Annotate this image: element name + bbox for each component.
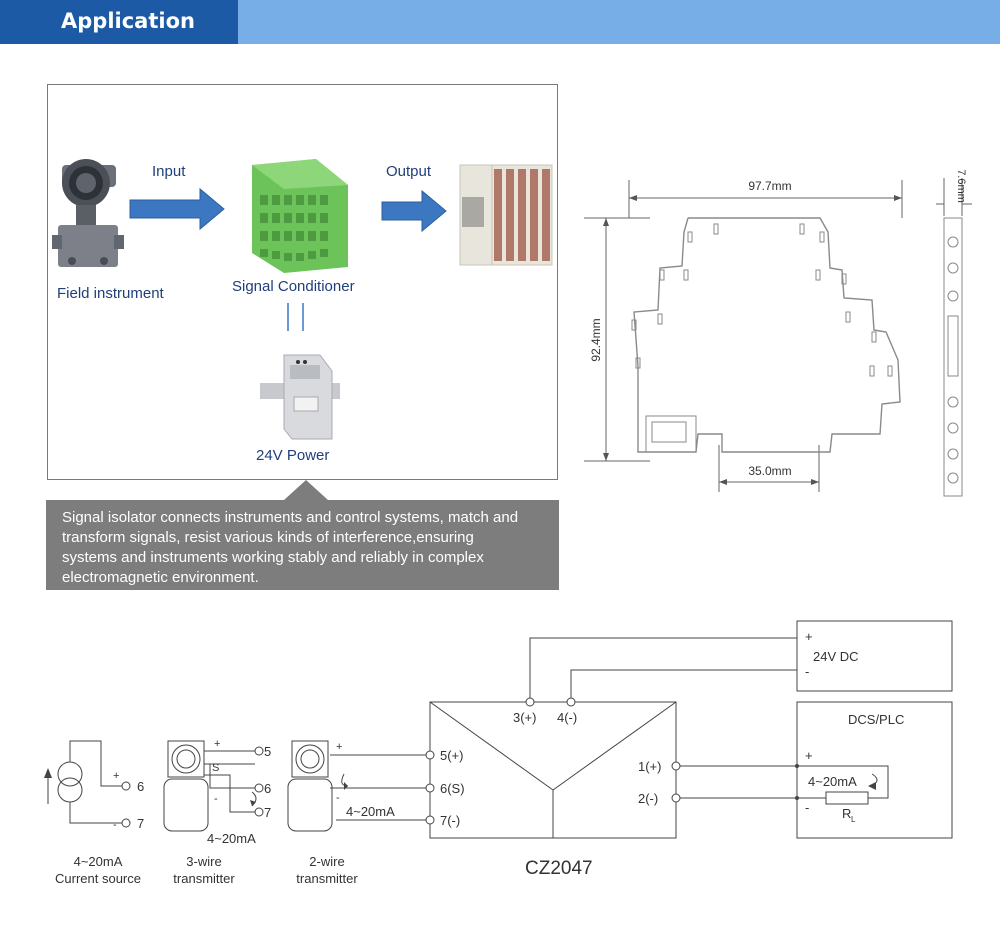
- current-source-minus: -: [113, 819, 117, 831]
- current-source-terminal-6: 6: [137, 779, 144, 794]
- field-instrument-image: [52, 159, 124, 267]
- caption-box: Signal isolator connects instruments and…: [46, 500, 559, 590]
- three-wire-minus: -: [214, 793, 218, 805]
- supply-plus-label: +: [805, 629, 813, 644]
- field-instrument-label: Field instrument: [57, 285, 164, 302]
- resistor-label: R: [842, 806, 851, 821]
- output-arrow-icon: [381, 189, 447, 233]
- output-label: Output: [386, 163, 432, 180]
- caption-line: systems and instruments working stably a…: [62, 549, 484, 566]
- terminal-4-label: 4(-): [557, 710, 577, 725]
- dcs-plc-label: DCS/PLC: [848, 712, 904, 727]
- three-wire-s: S: [212, 762, 219, 774]
- three-wire-label-2: transmitter: [173, 871, 235, 886]
- power-supply-label: 24V DC: [813, 649, 859, 664]
- three-wire-plus: +: [214, 738, 220, 750]
- current-source-label-1: 4~20mA: [74, 854, 123, 869]
- two-wire-plus: +: [336, 741, 342, 753]
- caption-line: Signal isolator connects instruments and…: [62, 509, 519, 526]
- terminal-7-label: 7(-): [440, 813, 460, 828]
- terminal-1-label: 1(+): [638, 759, 661, 774]
- application-flow-box: Field instrument Input Signal Conditione…: [47, 84, 558, 480]
- dcs-signal-label: 4~20mA: [808, 774, 857, 789]
- width-dimension: 97.7mm: [748, 179, 791, 193]
- signal-conditioner-image: [252, 159, 348, 273]
- three-wire-terminal-6: 6: [264, 781, 271, 796]
- caption-line: electromagnetic environment.: [62, 569, 259, 586]
- section-title: Application: [0, 0, 238, 44]
- dimension-drawing: 97.7mm 92.4mm 35.0mm 7.6mm: [584, 170, 972, 497]
- wiring-diagram: + 24V DC - DCS/PLC + 4~20mA - R L 3(+) 4…: [44, 620, 953, 886]
- terminal-3-label: 3(+): [513, 710, 536, 725]
- caption-pointer: [284, 480, 328, 500]
- two-wire-minus: -: [336, 792, 340, 804]
- terminal-2-label: 2(-): [638, 791, 658, 806]
- three-wire-label-1: 3-wire: [186, 854, 221, 869]
- resistor-subscript: L: [851, 815, 856, 824]
- signal-conditioner-label: Signal Conditioner: [232, 278, 355, 295]
- dcs-plus-label: +: [805, 748, 813, 763]
- control-system-image: [459, 164, 553, 266]
- input-arrow-icon: [129, 187, 225, 231]
- thickness-dimension: 7.6mm: [955, 170, 967, 203]
- caption-line: transform signals, resist various kinds …: [62, 529, 474, 546]
- current-source-terminal-7: 7: [137, 816, 144, 831]
- dcs-minus-label: -: [805, 800, 809, 815]
- three-wire-terminal-7: 7: [264, 805, 271, 820]
- two-wire-signal: 4~20mA: [346, 804, 395, 819]
- three-wire-terminal-5: 5: [264, 744, 271, 759]
- application-flow-graphics: [52, 159, 553, 440]
- terminal-5-label: 5(+): [440, 748, 463, 763]
- current-source-plus: +: [113, 770, 119, 782]
- supply-minus-label: -: [805, 664, 809, 679]
- terminal-6-label: 6(S): [440, 781, 465, 796]
- model-label: CZ2047: [525, 858, 593, 879]
- input-label: Input: [152, 163, 186, 180]
- two-wire-label-2: transmitter: [296, 871, 358, 886]
- current-source-label-2: Current source: [55, 871, 141, 886]
- rail-dimension: 35.0mm: [748, 464, 791, 478]
- two-wire-label-1: 2-wire: [309, 854, 344, 869]
- power-supply-image: [260, 354, 340, 440]
- three-wire-signal: 4~20mA: [207, 831, 256, 846]
- height-dimension: 92.4mm: [589, 318, 603, 361]
- power-label: 24V Power: [256, 447, 330, 464]
